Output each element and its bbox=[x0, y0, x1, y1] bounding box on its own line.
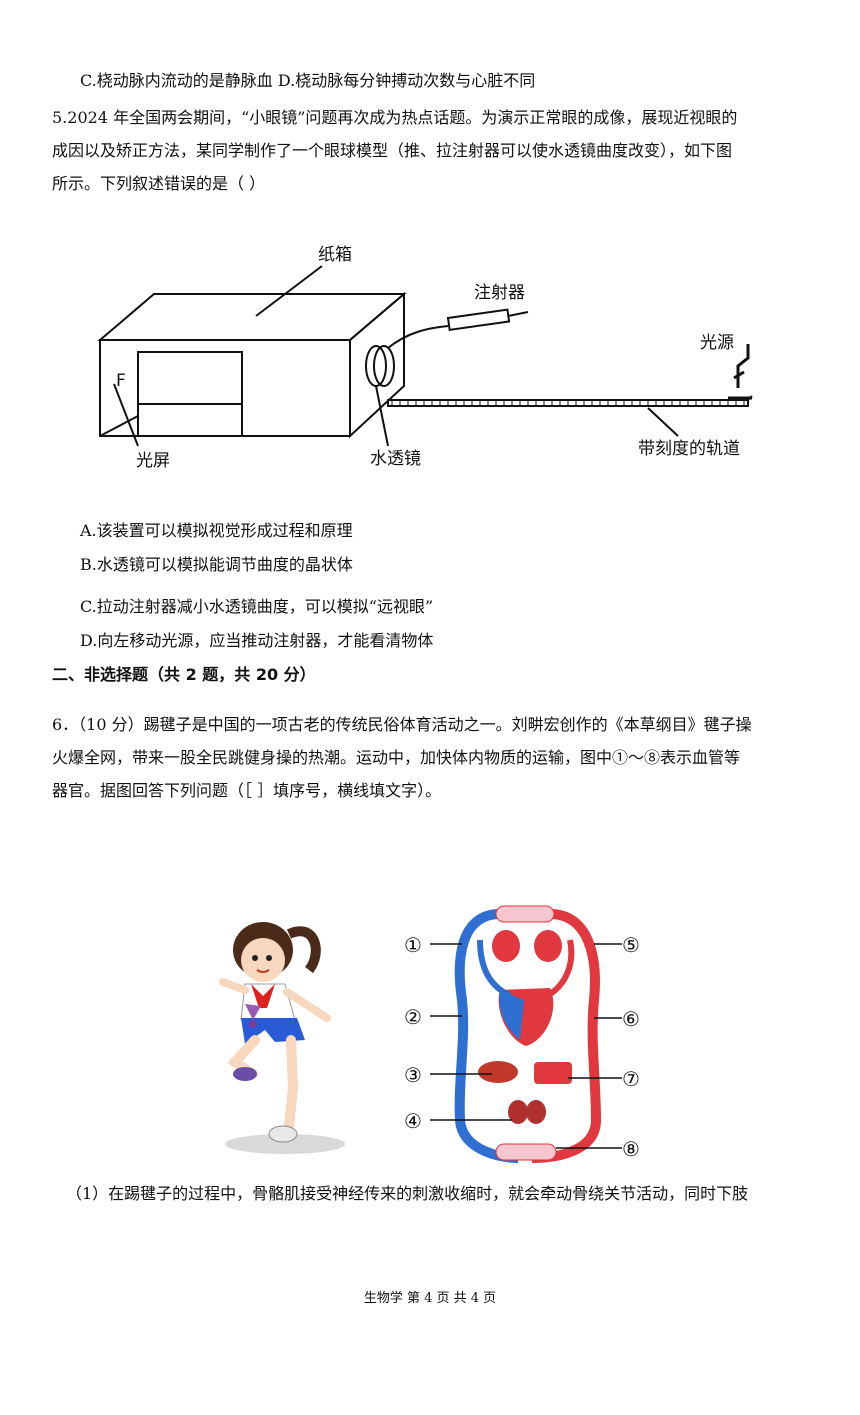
section-2-heading: 二、非选择题（共 2 题，共 20 分） bbox=[52, 665, 316, 684]
label-7: ⑦ bbox=[622, 1067, 640, 1091]
screen-letter: F bbox=[116, 371, 126, 391]
q6-stem-line-3: 器官。据图回答下列问题（［ ］填序号，横线填文字）。 bbox=[52, 781, 442, 800]
syringe-shape bbox=[446, 308, 511, 332]
eyeball-model-figure: F 纸箱 注射器 光源 光屏 水透镜 带刻度的轨道 bbox=[97, 245, 753, 471]
q5-option-b: B.水透镜可以模拟能调节曲度的晶状体 bbox=[80, 555, 353, 574]
box-side-face bbox=[349, 291, 405, 439]
label-5: ⑤ bbox=[622, 933, 640, 957]
q5-option-c: C.拉动注射器减小水透镜曲度，可以模拟“远视眼” bbox=[80, 597, 434, 616]
label-screen: 光屏 bbox=[136, 451, 170, 471]
label-1: ① bbox=[404, 933, 422, 957]
label-water-lens: 水透镜 bbox=[370, 449, 421, 469]
q4-options-cd: C.桡动脉内流动的是静脉血 D.桡动脉每分钟搏动次数与心脏不同 bbox=[80, 71, 536, 90]
q5-stem-line-2: 成因以及矫正方法，某同学制作了一个眼球模型（推、拉注射器可以使水透镜曲度改变），… bbox=[52, 141, 733, 160]
label-6: ⑥ bbox=[622, 1007, 640, 1031]
track-ticks bbox=[391, 400, 745, 406]
page-footer: 生物学 第 4 页 共 4 页 bbox=[363, 1291, 497, 1306]
girl-kicking-shuttlecock-illustration bbox=[219, 922, 345, 1154]
blood-circulation-diagram: ① ② ③ ④ ⑤ ⑥ ⑦ ⑧ bbox=[404, 905, 640, 1163]
q6-stem-line-1: 6．（10 分）踢毽子是中国的一项古老的传统民俗体育活动之一。刘畊宏创作的《本草… bbox=[52, 715, 752, 734]
label-4: ④ bbox=[404, 1109, 422, 1133]
q6-sub-question-1: （1）在踢毽子的过程中，骨骼肌接受神经传来的刺激收缩时，就会牵动骨绕关节活动，同… bbox=[66, 1184, 749, 1203]
q5-option-a: A.该装置可以模拟视觉形成过程和原理 bbox=[80, 521, 353, 540]
q5-stem-line-1: 5.2024 年全国两会期间，“小眼镜”问题再次成为热点话题。为演示正常眼的成像… bbox=[52, 108, 738, 127]
light-source-shape bbox=[733, 344, 750, 388]
label-box: 纸箱 bbox=[318, 245, 352, 265]
label-3: ③ bbox=[404, 1063, 422, 1087]
label-syringe: 注射器 bbox=[474, 283, 525, 303]
q5-stem-line-3: 所示。下列叙述错误的是（ ） bbox=[52, 174, 266, 193]
label-8: ⑧ bbox=[622, 1137, 640, 1161]
q5-option-d: D.向左移动光源，应当推动注射器，才能看清物体 bbox=[80, 631, 434, 650]
label-light-source: 光源 bbox=[700, 333, 734, 353]
label-2: ② bbox=[404, 1005, 422, 1029]
q6-stem-line-2: 火爆全网，带来一股全民跳健身操的热潮。运动中，加快体内物质的运输，图中①～⑧表示… bbox=[52, 748, 741, 767]
label-track: 带刻度的轨道 bbox=[638, 439, 740, 459]
